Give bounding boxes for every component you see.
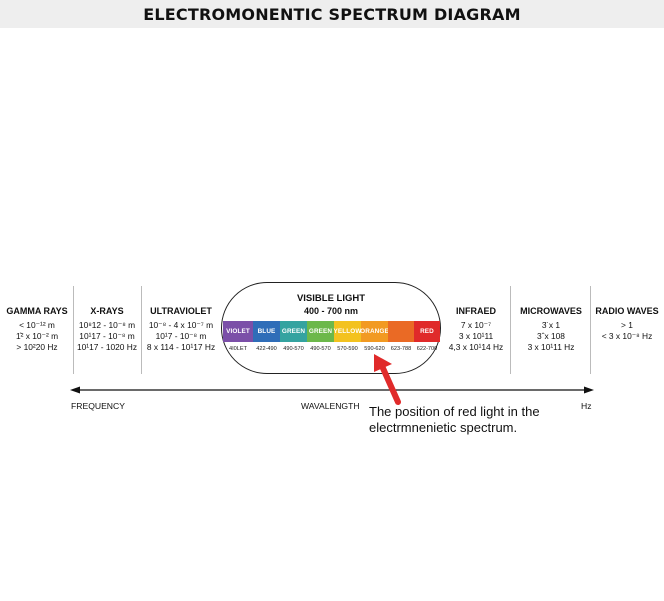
band-radio-waves: RADIO WAVES > 1 < 3 x 10⁻⁸ Hz — [592, 306, 662, 342]
swatch-green: GREEN — [307, 321, 334, 342]
red-light-arrow-icon — [374, 354, 401, 405]
swatch-green-teal: GREEN — [280, 321, 307, 342]
swatch-blue: BLUE — [253, 321, 280, 342]
band-value: 10⁸12 - 10⁻⁸ m — [78, 320, 136, 330]
band-name: INFRAED — [456, 306, 496, 316]
band-value: 10¹17 - 1020 Hz — [76, 342, 138, 352]
title-bar: ELECTROMONENTIC SPECTRUM DIAGRAM — [0, 0, 664, 28]
band-value: < 3 x 10⁻⁸ Hz — [601, 331, 653, 341]
swatch-range: 490-570 — [283, 346, 304, 352]
callout-line: electrmnenietic spectrum. — [369, 420, 518, 435]
band-microwaves: MICROWAVES 3̈ x 1 3ˆx 108 3 x 10¹11 Hz — [512, 306, 590, 353]
band-divider — [590, 286, 591, 374]
visible-light-range: 400 - 700 nm — [303, 306, 359, 316]
visible-light-title: VISIBLE LIGHT — [296, 293, 366, 304]
band-name: MICROWAVES — [520, 306, 582, 316]
swatch-red-orange — [388, 321, 414, 342]
band-value: < 10⁻¹² m — [19, 320, 55, 330]
axis-arrow-left — [70, 386, 80, 394]
band-gamma-rays: GAMMA RAYS < 10⁻¹² m 1̊² x 10⁻² m > 10²2… — [4, 306, 70, 353]
red-light-callout: The position of red light in the electrm… — [369, 404, 540, 436]
diagram-title: ELECTROMONENTIC SPECTRUM DIAGRAM — [143, 4, 521, 24]
axis-label-wavelength: WAVALENGTH — [301, 401, 360, 411]
swatch-range: 490-570 — [310, 346, 331, 352]
axis-label-hz: Hz — [581, 401, 592, 411]
swatch-red: RED — [414, 321, 440, 342]
band-divider — [510, 286, 511, 374]
band-infrared: INFRAED 7 x 10⁻⁷ 3 x 10¹11 4,3 x 10¹14 H… — [443, 306, 509, 353]
band-value: 7 x 10⁻⁷ — [460, 320, 492, 330]
arrow-head — [374, 354, 392, 372]
band-value: > 10²20 Hz — [16, 342, 58, 352]
band-name: GAMMA RAYS — [6, 306, 68, 316]
swatch-range: 590-620 — [364, 346, 385, 352]
swatch-violet: VIOLET — [223, 321, 253, 342]
band-ultraviolet: ULTRAVIOLET 10⁻⁸ - 4 x 10⁻⁷ m 10¹7 - 10⁻… — [142, 306, 220, 353]
band-value: > 1 — [621, 320, 633, 330]
axis-label-frequency: FREQUENCY — [71, 401, 125, 411]
band-value: 10¹17 - 10⁻⁸ m — [79, 331, 135, 341]
band-divider — [141, 286, 142, 374]
swatch-yellow: YELLOW — [334, 321, 361, 342]
band-value: 3 x 10¹11 Hz — [527, 342, 575, 352]
band-value: 3ˆx 108 — [537, 331, 565, 341]
band-value: 3̈ x 1 — [541, 320, 561, 330]
swatch-range: 570-590 — [337, 346, 358, 352]
band-divider — [73, 286, 74, 374]
band-value: 4,3 x 10¹14 Hz — [448, 342, 504, 352]
swatch-range: 623-788 — [390, 346, 412, 352]
band-name: RADIO WAVES — [595, 306, 659, 316]
swatch-range: 422-490 — [256, 346, 277, 352]
band-value: 10⁻⁸ - 4 x 10⁻⁷ m — [148, 320, 214, 330]
band-value: 8 x 114 - 10¹17 Hz — [146, 342, 216, 352]
swatch-range: 622-700 — [416, 346, 438, 352]
spectrum-axis — [70, 386, 594, 394]
swatch-orange: ORANGE — [360, 321, 389, 342]
arrow-shaft — [379, 363, 401, 405]
swatch-range: 4I0LET — [228, 346, 248, 352]
band-x-rays: X-RAYS 10⁸12 - 10⁻⁸ m 10¹17 - 10⁻⁸ m 10¹… — [74, 306, 140, 353]
axis-arrow-right — [584, 386, 594, 394]
band-name: ULTRAVIOLET — [150, 306, 212, 316]
callout-line: The position of red light in the — [369, 404, 540, 419]
band-value: 1̊² x 10⁻² m — [15, 331, 59, 341]
band-value: 10¹7 - 10⁻⁸ m — [155, 331, 207, 341]
band-name: X-RAYS — [90, 306, 124, 316]
band-value: 3 x 10¹11 — [458, 331, 494, 341]
